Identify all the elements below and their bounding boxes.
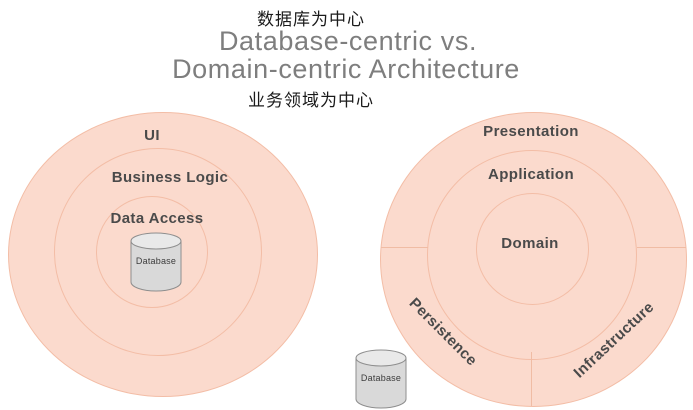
- right-sector-divider-right: [637, 247, 686, 248]
- page-title-line2: Domain-centric Architecture: [172, 54, 520, 84]
- left-ring-label-ui: UI: [144, 127, 160, 144]
- right-sector-divider-bottom: [531, 352, 532, 406]
- left-inner-circle-data-access-layer: [96, 196, 208, 308]
- right-database-cylinder-icon: Database: [355, 349, 407, 409]
- right-ring-label-presentation: Presentation: [483, 123, 579, 140]
- right-ring-label-application: Application: [487, 166, 575, 183]
- annotation-database-centric-cn: 数据库为中心: [257, 10, 365, 29]
- right-inner-circle-domain-layer: [476, 193, 589, 305]
- left-ring-label-business-logic: Business Logic: [111, 169, 229, 186]
- annotation-domain-centric-cn: 业务领域为中心: [248, 91, 374, 110]
- page-title-line1: Database-centric vs.: [218, 26, 478, 56]
- left-database-cylinder-icon: Database: [130, 232, 182, 292]
- left-database-label: Database: [135, 256, 177, 266]
- database-cylinder-shape: [355, 349, 407, 409]
- right-ring-label-domain: Domain: [501, 235, 559, 252]
- left-ring-label-data-access: Data Access: [110, 210, 204, 227]
- database-cylinder-shape: [130, 232, 182, 292]
- left-middle-circle-business-logic-layer: [54, 148, 262, 356]
- right-middle-circle-application-layer: [427, 150, 637, 360]
- right-sector-divider-left: [381, 247, 428, 248]
- right-database-label: Database: [360, 373, 402, 383]
